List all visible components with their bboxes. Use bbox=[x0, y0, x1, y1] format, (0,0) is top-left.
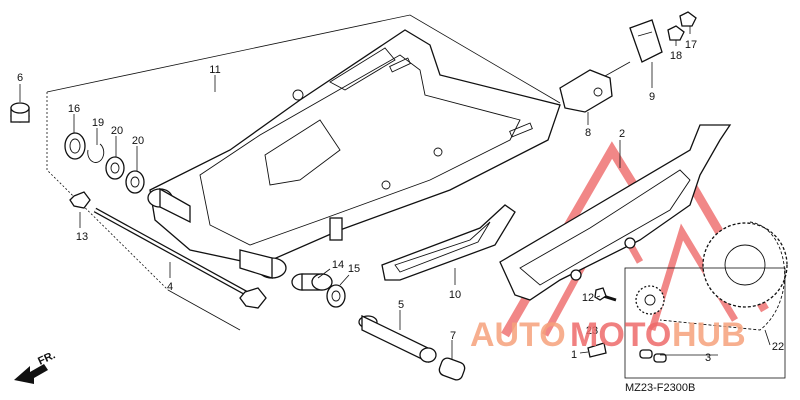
part-22-chain-link bbox=[639, 349, 667, 363]
part-15-bearing bbox=[326, 284, 346, 308]
sprocket-box bbox=[624, 267, 786, 379]
label-part-20b: 20 bbox=[132, 135, 144, 147]
part-8-chain-adjuster bbox=[559, 61, 631, 113]
label-part-20a: 20 bbox=[111, 125, 123, 137]
part-17-nut bbox=[679, 11, 697, 27]
part-9-adjuster-plate bbox=[629, 19, 663, 63]
label-part-18: 18 bbox=[670, 50, 682, 62]
label-part-3: 3 bbox=[705, 352, 711, 364]
part-18-washer bbox=[667, 25, 685, 41]
label-part-9: 9 bbox=[649, 91, 655, 103]
part-14-collar bbox=[291, 273, 333, 291]
label-part-1: 1 bbox=[571, 349, 577, 361]
part-7-cap bbox=[438, 357, 466, 381]
part-4-pivot-bolt bbox=[93, 207, 267, 309]
label-part-4: 4 bbox=[167, 281, 173, 293]
diagram-code: MZ23-F2300B bbox=[625, 382, 695, 394]
part-16-bearing bbox=[64, 132, 86, 160]
leader-lines bbox=[19, 26, 771, 360]
front-direction-marker: FR. bbox=[14, 349, 57, 384]
label-part-6: 6 bbox=[17, 72, 23, 84]
watermark-text-a: AUTO bbox=[470, 316, 566, 354]
part-20-bearing-a bbox=[105, 156, 125, 180]
part-12-bolt bbox=[594, 287, 617, 302]
label-part-17: 17 bbox=[685, 39, 697, 51]
label-part-10: 10 bbox=[449, 289, 461, 301]
label-part-13: 13 bbox=[76, 231, 88, 243]
label-part-15: 15 bbox=[348, 263, 360, 275]
part-13-nut bbox=[69, 191, 91, 209]
watermark-text-c: HUB bbox=[672, 316, 746, 354]
part-labels: 6 16 19 20 20 13 4 11 14 15 5 7 10 8 9 2… bbox=[17, 39, 784, 364]
label-part-2: 2 bbox=[619, 128, 625, 140]
label-part-22: 22 bbox=[772, 341, 784, 353]
label-part-5: 5 bbox=[398, 299, 404, 311]
part-6-collar bbox=[10, 102, 30, 123]
part-19-circlip bbox=[87, 143, 105, 163]
label-part-23: 23 bbox=[586, 325, 598, 337]
part-1-plate bbox=[587, 342, 607, 358]
part-20-bearing-b bbox=[125, 170, 145, 194]
swingarm bbox=[147, 29, 561, 279]
watermark-text-b: MOTO bbox=[570, 316, 671, 354]
part-5-collar bbox=[358, 314, 437, 364]
front-label: FR. bbox=[36, 349, 57, 367]
sprocket-group bbox=[635, 221, 788, 331]
part-2-chain-case bbox=[499, 124, 732, 301]
part-10-chain-slider bbox=[381, 204, 516, 281]
label-part-11: 11 bbox=[209, 64, 220, 76]
label-part-19: 19 bbox=[92, 117, 104, 129]
label-part-12: 12 bbox=[582, 292, 594, 304]
label-part-7: 7 bbox=[450, 330, 456, 342]
watermark-text: AUTO MOTO HUB bbox=[470, 316, 746, 354]
label-part-8: 8 bbox=[585, 127, 591, 139]
label-part-14: 14 bbox=[332, 259, 344, 271]
label-part-16: 16 bbox=[68, 103, 80, 115]
